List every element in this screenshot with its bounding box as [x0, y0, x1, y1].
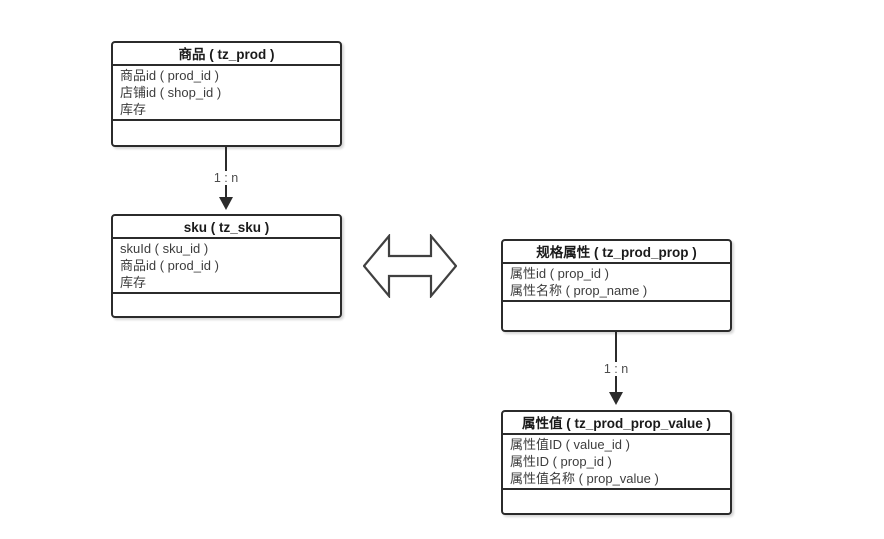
entity-prod-prop-footer [503, 302, 730, 330]
relation-prod-sku-label: 1 : n [210, 171, 242, 185]
entity-prod-prop-value-field-prop-id: 属性ID ( prop_id ) [510, 454, 612, 469]
arrowhead-down-icon [609, 392, 623, 405]
entity-prod-fields: 商品id ( prod_id ) 店铺id ( shop_id ) 库存 [113, 66, 340, 121]
entity-sku-footer [113, 294, 340, 316]
entity-prod-prop-value[interactable]: 属性值 ( tz_prod_prop_value ) 属性值ID ( value… [501, 410, 732, 515]
entity-prod-footer [113, 121, 340, 145]
entity-prod-prop-title: 规格属性 ( tz_prod_prop ) [503, 241, 730, 264]
entity-sku-title: sku ( tz_sku ) [113, 216, 340, 239]
entity-prod-prop-value-title: 属性值 ( tz_prod_prop_value ) [503, 412, 730, 435]
entity-sku[interactable]: sku ( tz_sku ) skuId ( sku_id ) 商品id ( p… [111, 214, 342, 318]
entity-sku-field-prod-id: 商品id ( prod_id ) [120, 258, 219, 273]
entity-prod-prop-value-field-value-id: 属性值ID ( value_id ) [510, 437, 630, 452]
entity-prod-prop-fields: 属性id ( prop_id ) 属性名称 ( prop_name ) [503, 264, 730, 302]
entity-prod-prop-value-footer [503, 490, 730, 513]
entity-sku-field-sku-id: skuId ( sku_id ) [120, 241, 209, 256]
arrowhead-down-icon [219, 197, 233, 210]
entity-sku-fields: skuId ( sku_id ) 商品id ( prod_id ) 库存 [113, 239, 340, 294]
entity-prod-prop-field-prop-name: 属性名称 ( prop_name ) [510, 283, 648, 298]
entity-prod-prop-field-prop-id: 属性id ( prop_id ) [510, 266, 609, 281]
entity-prod-prop-value-fields: 属性值ID ( value_id ) 属性ID ( prop_id ) 属性值名… [503, 435, 730, 490]
double-arrow-icon[interactable] [363, 234, 457, 298]
entity-prod[interactable]: 商品 ( tz_prod ) 商品id ( prod_id ) 店铺id ( s… [111, 41, 342, 147]
entity-prod-prop[interactable]: 规格属性 ( tz_prod_prop ) 属性id ( prop_id ) 属… [501, 239, 732, 332]
entity-sku-field-stock: 库存 [120, 275, 147, 290]
entity-prod-field-stock: 库存 [120, 102, 147, 117]
entity-prod-prop-value-field-prop-value: 属性值名称 ( prop_value ) [510, 471, 659, 486]
entity-prod-field-shop-id: 店铺id ( shop_id ) [120, 85, 222, 100]
relation-prop-value-label: 1 : n [600, 362, 632, 376]
entity-prod-field-prod-id: 商品id ( prod_id ) [120, 68, 219, 83]
entity-prod-title: 商品 ( tz_prod ) [113, 43, 340, 66]
